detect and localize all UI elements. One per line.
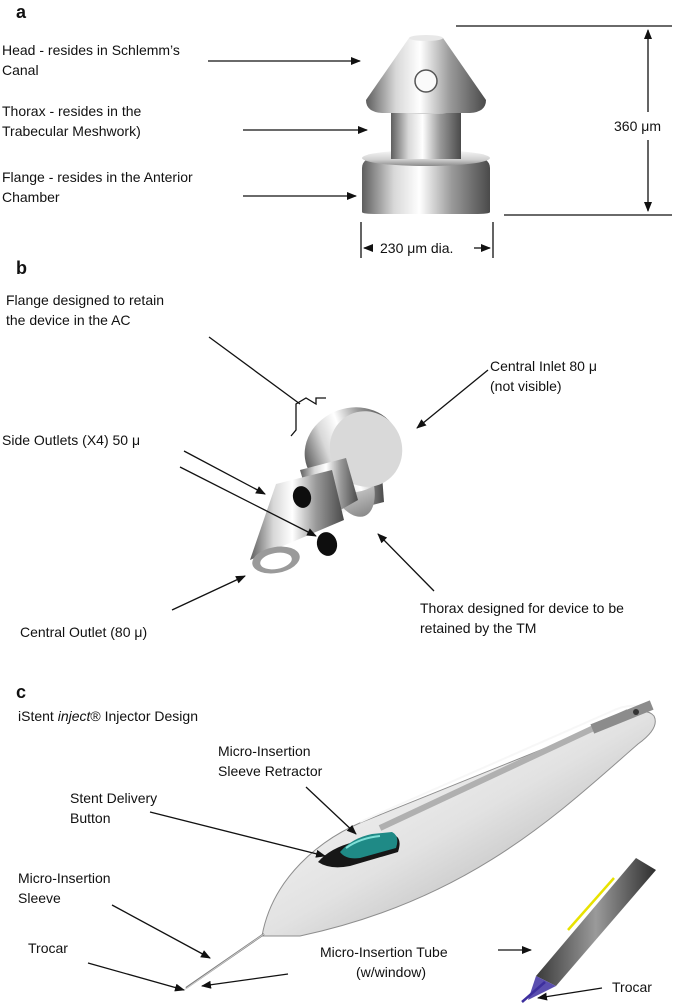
trocar-label: Trocar: [28, 940, 68, 956]
delivery-button-label-line2: Button: [70, 810, 111, 826]
panel-c-letter: c: [16, 682, 27, 702]
trocar-inset-label: Trocar: [612, 979, 652, 995]
injector-title-italic: inject: [57, 708, 91, 724]
flange-label-line1: Flange - resides in the Anterior: [2, 169, 193, 185]
thorax-label-line2: Trabecular Meshwork): [2, 123, 141, 139]
thorax-design-label-line2: retained by the TM: [420, 620, 537, 636]
inset-tube: [521, 858, 656, 1003]
panel-a-arrows: [208, 25, 672, 258]
panel-c-arrows: [87, 786, 603, 1001]
side-outlets-label: Side Outlets (X4) 50 μ: [2, 432, 141, 448]
stent-front-view: [362, 35, 490, 214]
thorax-label-line1: Thorax - resides in the: [2, 103, 142, 119]
central-outlet-label: Central Outlet (80 μ): [20, 624, 148, 640]
tube-label-line1: Micro-Insertion Tube: [320, 944, 448, 960]
flange-design-label-line2: the device in the AC: [6, 312, 131, 328]
tube-label-line2: (w/window): [356, 964, 427, 980]
injector-title: iStent inject® Injector Design: [18, 706, 198, 726]
thorax-design-label-line1: Thorax designed for device to be: [420, 600, 624, 616]
retractor-label-line1: Micro-Insertion: [218, 743, 311, 759]
central-inlet-label-line2: (not visible): [490, 378, 562, 394]
injector-title-suffix: ® Injector Design: [90, 708, 198, 724]
panel-b-arrows: [171, 336, 489, 611]
flange-label-line2: Chamber: [2, 189, 60, 205]
height-dimension-label: 360 μm: [614, 116, 661, 136]
stent-angled-view: [250, 407, 403, 574]
flange-design-label-line1: Flange designed to retain: [6, 292, 164, 308]
sleeve-label-line1: Micro-Insertion: [18, 870, 111, 886]
diameter-dimension-label: 230 μm dia.: [380, 238, 454, 258]
central-inlet-label-line1: Central Inlet 80 μ: [490, 358, 597, 374]
injector-device: [183, 700, 656, 991]
delivery-button-label-line1: Stent Delivery: [70, 790, 158, 806]
head-label-line2: Canal: [2, 62, 39, 78]
panel-a-letter: a: [16, 2, 27, 22]
injector-title-prefix: iStent: [18, 708, 58, 724]
sleeve-label-line2: Sleeve: [18, 890, 61, 906]
head-label-line1: Head - resides in Schlemm’s: [2, 42, 180, 58]
panel-b-letter: b: [16, 258, 27, 278]
retractor-label-line2: Sleeve Retractor: [218, 763, 323, 779]
